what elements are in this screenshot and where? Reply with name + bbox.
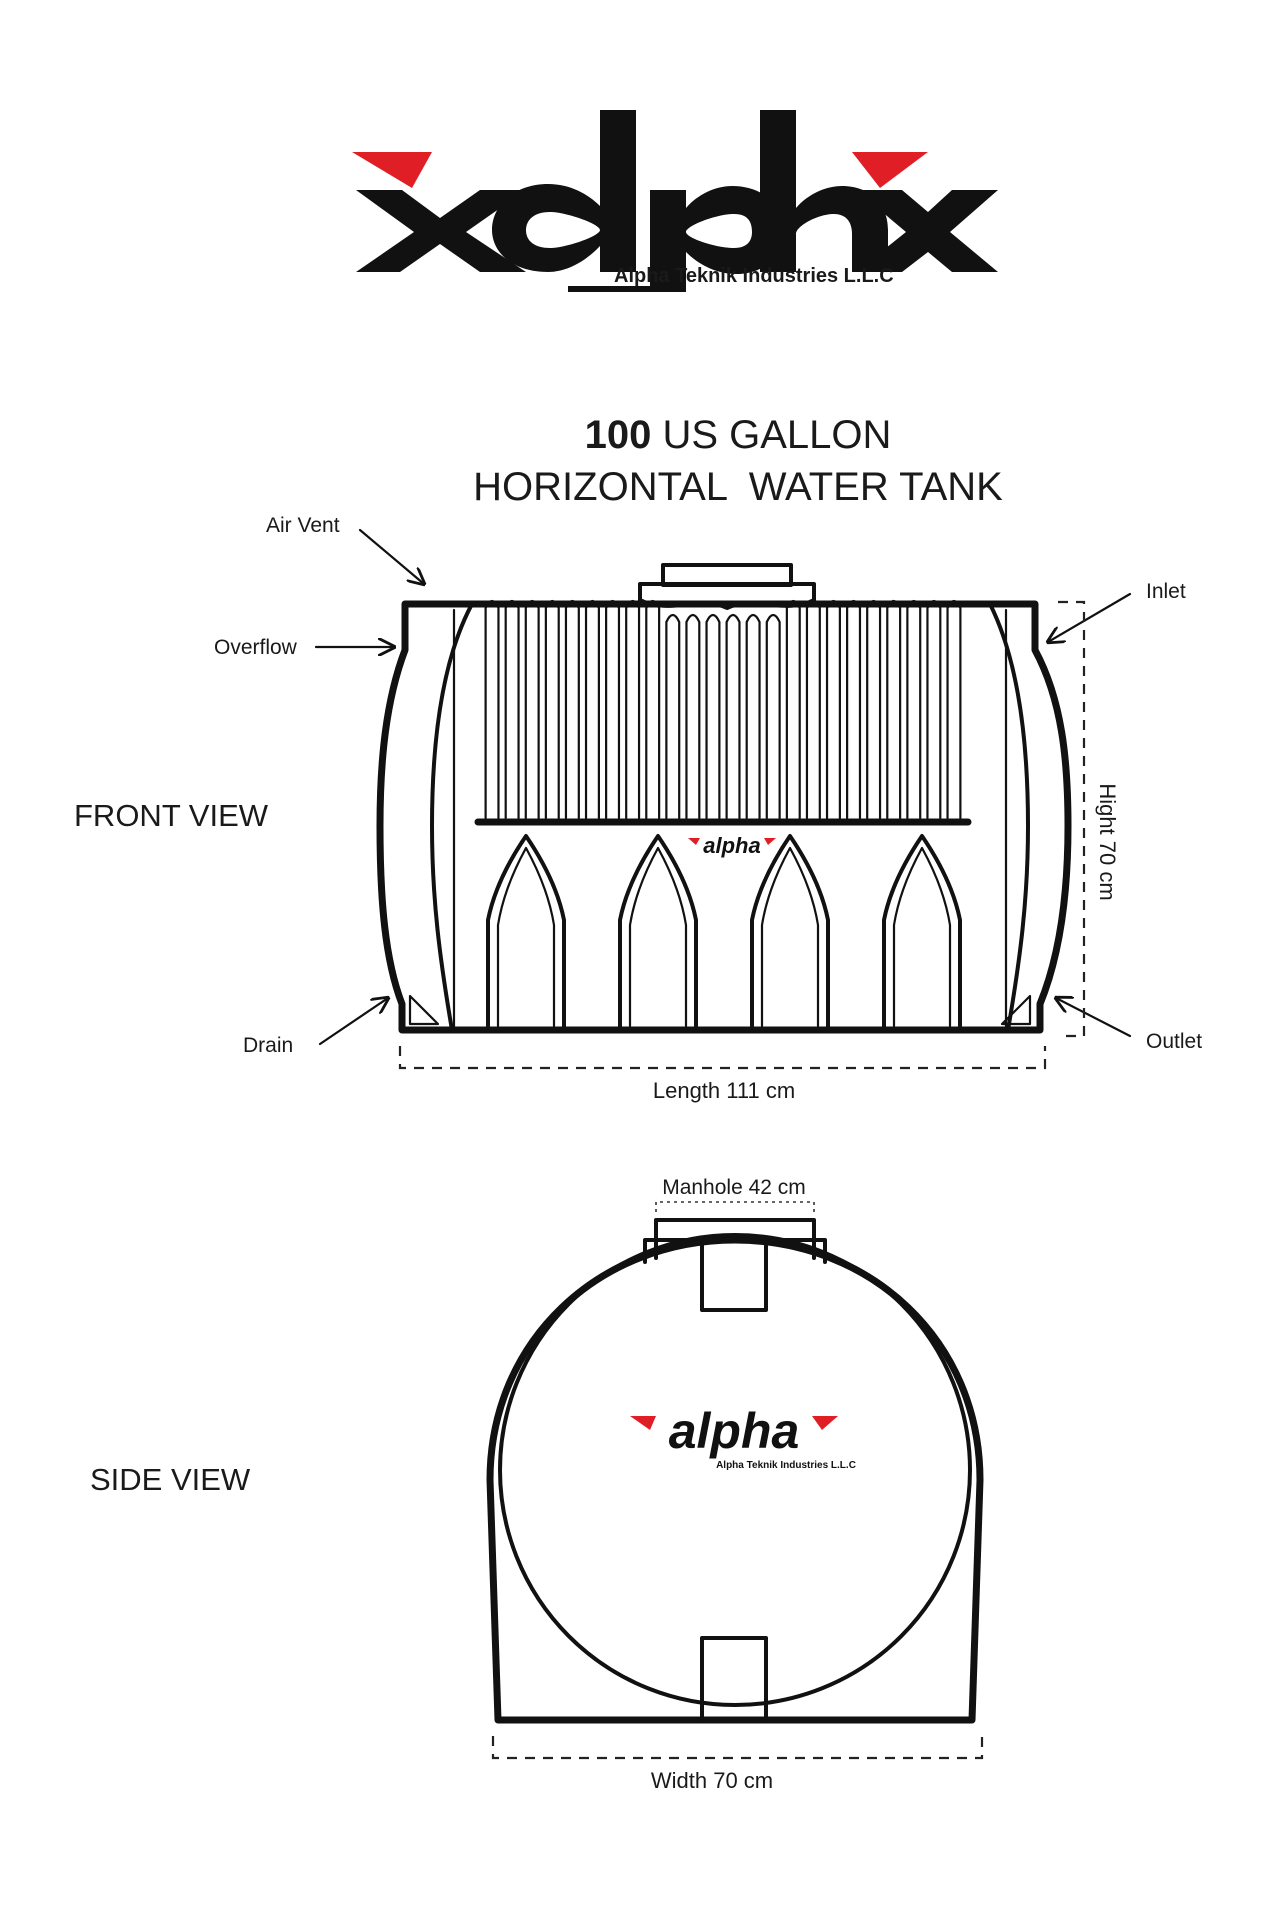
corrugation-rib [665,613,681,820]
corrugation-rib [645,599,661,820]
corrugation-rib [785,599,801,820]
front-support-legs [486,834,962,1028]
support-leg [486,834,566,1028]
corrugation-rib [846,599,862,820]
corrugation-rib [866,599,882,820]
corrugation-rib [625,599,641,820]
front-tank-logo: alpha [688,833,776,858]
corrugation-rib [946,599,962,820]
overflow-label: Overflow [214,636,298,659]
logo-accent-right [852,152,928,188]
corrugation-rib [584,599,600,820]
corrugation-rib [926,599,942,820]
drain-label: Drain [243,1034,293,1057]
air-vent-label: Air Vent [266,514,340,537]
title-line-2: HORIZONTAL WATER TANK [473,465,1003,509]
brand-logo: Alpha Teknik Industries L.L.C [352,110,998,292]
front-tank-logo-text: alpha [703,833,760,858]
callout-overflow: Overflow [214,636,394,659]
front-height-dimension: Hight 70 cm [1058,600,1120,1038]
logo-wordmark [356,110,998,292]
corrugation-rib [605,599,621,820]
front-tank-body [376,600,1072,1034]
front-tank: alpha [376,563,1072,1034]
side-tank-logo-text: alpha [669,1403,800,1459]
support-leg-inner [892,846,952,1028]
corrugation-rib [504,599,520,820]
side-top-port [700,1238,768,1312]
front-view-label: FRONT VIEW [74,798,269,833]
corrugation-rib [564,599,580,820]
support-leg [750,834,830,1028]
corrugation-rib [524,599,540,820]
side-tank-company: Alpha Teknik Industries L.L.C [716,1460,856,1471]
support-leg [882,834,962,1028]
side-tank: Manhole 42 cm alpha Alpha Teknik Industr… [486,1176,984,1724]
front-tank-right-curve [988,602,1030,1032]
front-tank-left-curve [430,602,474,1032]
support-leg-inner [760,846,820,1028]
inlet-label: Inlet [1146,580,1186,603]
width-label: Width 70 cm [651,1768,773,1793]
corrugation-rib [745,613,761,820]
corrugation-rib [685,613,701,820]
callout-drain: Drain [243,998,388,1057]
front-corrugation [484,599,962,820]
corrugation-rib [725,613,741,820]
manhole-dimension: Manhole 42 cm [655,1176,815,1212]
corrugation-rib [705,613,721,820]
side-tank-logo: alpha Alpha Teknik Industries L.L.C [630,1403,856,1471]
corrugation-rib [906,599,922,820]
corrugation-rib [544,599,560,820]
length-label: Length 111 cm [653,1078,795,1103]
corrugation-rib [886,599,902,820]
corrugation-rib [765,613,781,820]
title-capacity: 100 [585,413,652,457]
outlet-label: Outlet [1146,1030,1202,1053]
side-width-dimension: Width 70 cm [491,1736,984,1793]
side-tank-inner-circle [498,1233,972,1707]
front-length-dimension: Length 111 cm [398,1046,1047,1103]
manhole-label: Manhole 42 cm [662,1176,806,1199]
corrugation-rib [805,599,821,820]
support-leg-inner [628,846,688,1028]
corrugation-rib [484,599,500,820]
support-leg-inner [496,846,556,1028]
title-line-1: 100 US GALLON [585,413,892,457]
support-leg [618,834,698,1028]
height-label: Hight 70 cm [1095,783,1120,900]
title-unit: US GALLON [651,413,891,457]
corrugation-rib [825,599,841,820]
logo-accent-left [352,152,432,188]
company-name: Alpha Teknik Industries L.L.C [614,265,894,287]
callout-outlet: Outlet [1056,998,1202,1053]
side-view-label: SIDE VIEW [90,1462,251,1497]
callout-air-vent: Air Vent [266,514,424,584]
side-bottom-port [700,1636,768,1722]
callout-inlet: Inlet [1048,580,1186,642]
